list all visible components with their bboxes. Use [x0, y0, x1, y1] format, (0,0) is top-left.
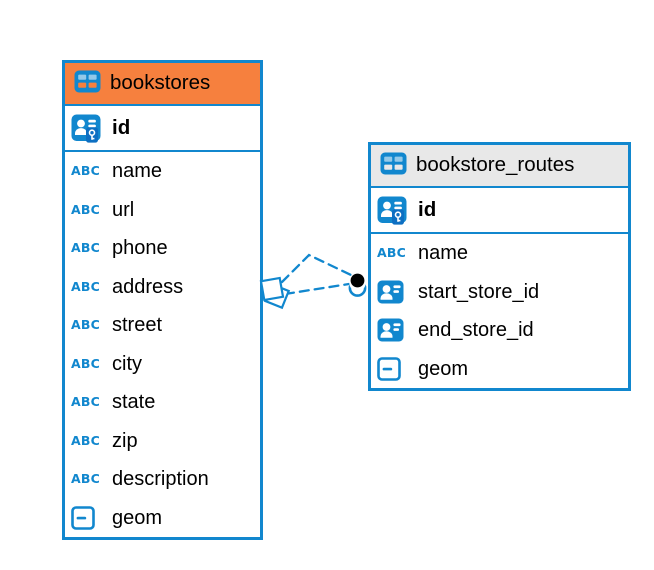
column-label: start_store_id — [418, 280, 540, 303]
table-bookstores[interactable]: bookstores id ABC name ABC url ABC phone — [62, 60, 263, 540]
column-row-start-store-id[interactable]: start_store_id — [371, 272, 628, 311]
table-icon — [74, 70, 101, 98]
table-icon — [380, 152, 407, 180]
column-row-name[interactable]: ABC name — [65, 152, 260, 191]
column-row-description[interactable]: ABC description — [65, 460, 260, 499]
column-row-state[interactable]: ABC state — [65, 383, 260, 422]
column-label: geom — [112, 506, 163, 529]
column-label: id — [112, 115, 131, 139]
text-type-icon: ABC — [377, 245, 406, 260]
column-row-geom[interactable]: geom — [65, 498, 260, 537]
column-label: zip — [112, 429, 138, 452]
table-title: bookstores — [110, 71, 211, 95]
column-label: state — [112, 391, 156, 414]
dot-endpoint-marker — [348, 273, 367, 297]
column-label: id — [418, 197, 437, 221]
relationship-dashed-line-upper — [280, 253, 353, 284]
object-type-icon — [71, 505, 107, 530]
column-row-street[interactable]: ABC street — [65, 306, 260, 345]
column-row-zip[interactable]: ABC zip — [65, 421, 260, 460]
relationship-dashed-line-lower — [283, 282, 351, 296]
column-label: end_store_id — [418, 319, 534, 342]
table-bookstore-routes[interactable]: bookstore_routes id ABC name — [368, 142, 631, 391]
reference-type-icon — [377, 280, 413, 304]
text-type-icon: ABC — [71, 471, 100, 486]
column-row-city[interactable]: ABC city — [65, 344, 260, 383]
table-header[interactable]: bookstores — [65, 63, 260, 106]
primary-key-row[interactable]: id — [371, 188, 628, 234]
text-type-icon: ABC — [71, 394, 100, 409]
column-label: city — [112, 352, 142, 375]
column-label: description — [112, 468, 209, 491]
object-type-icon — [377, 356, 413, 381]
text-type-icon: ABC — [71, 317, 100, 332]
diamond-endpoint-marker — [259, 276, 291, 310]
text-type-icon: ABC — [71, 278, 100, 294]
text-type-icon: ABC — [71, 432, 100, 448]
column-label: street — [112, 314, 163, 337]
text-type-icon: ABC — [71, 355, 100, 371]
table-header[interactable]: bookstore_routes — [371, 145, 628, 188]
primary-key-icon — [71, 114, 107, 143]
column-row-geom[interactable]: geom — [371, 349, 628, 388]
column-label: phone — [112, 237, 168, 260]
column-row-address[interactable]: ABC address — [65, 267, 260, 306]
text-type-icon: ABC — [71, 240, 100, 255]
column-row-phone[interactable]: ABC phone — [65, 229, 260, 268]
text-type-icon: ABC — [71, 163, 100, 178]
column-row-end-store-id[interactable]: end_store_id — [371, 311, 628, 350]
column-label: name — [418, 242, 469, 265]
column-label: address — [112, 275, 184, 298]
column-label: url — [112, 198, 135, 221]
text-type-icon: ABC — [71, 201, 100, 217]
column-row-url[interactable]: ABC url — [65, 190, 260, 229]
primary-key-row[interactable]: id — [65, 106, 260, 152]
primary-key-icon — [377, 196, 413, 225]
column-label: name — [112, 160, 163, 183]
table-title: bookstore_routes — [416, 153, 575, 177]
relationship-line[interactable] — [280, 253, 353, 296]
column-row-name[interactable]: ABC name — [371, 234, 628, 273]
reference-type-icon — [377, 318, 413, 342]
column-label: geom — [418, 357, 469, 380]
